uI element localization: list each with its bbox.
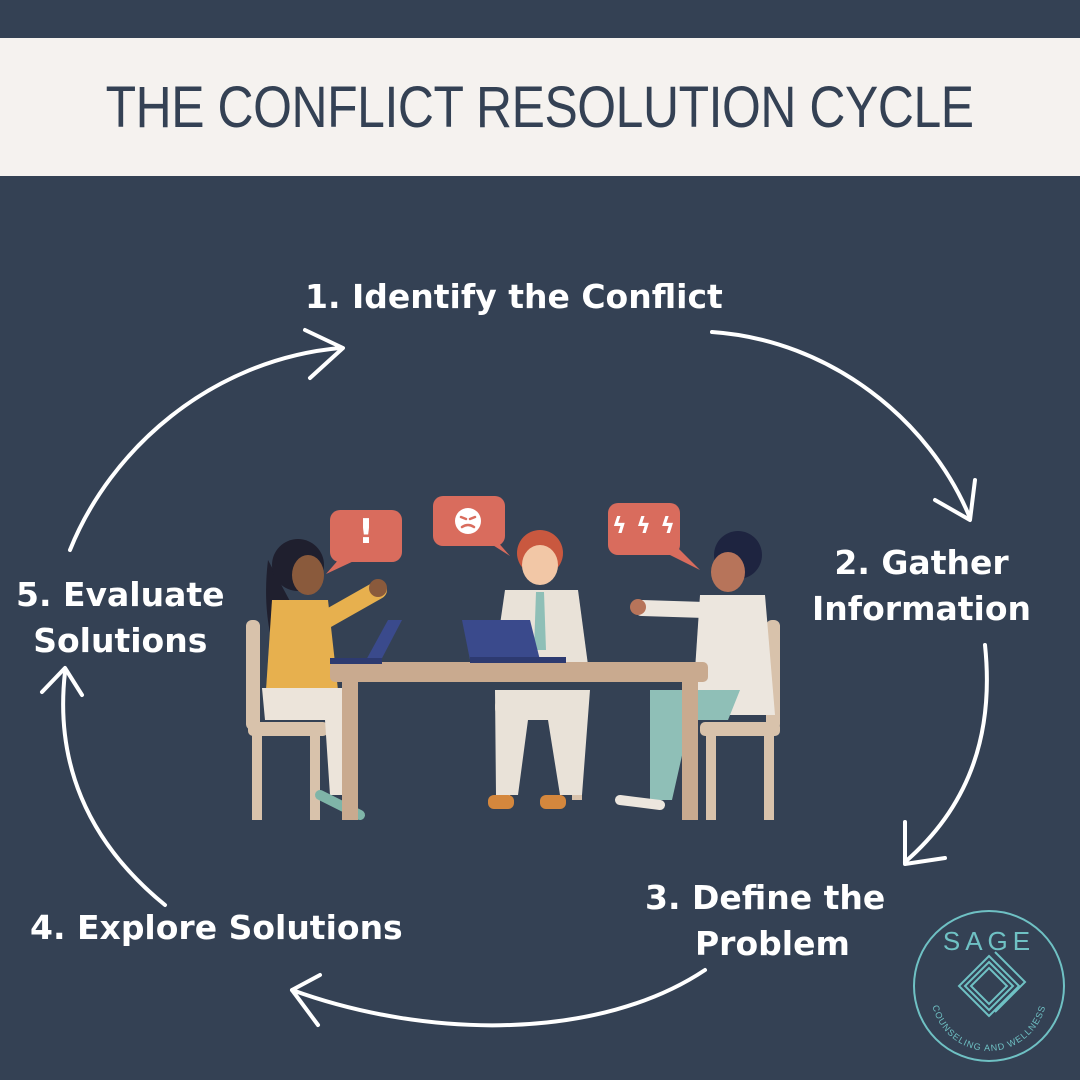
speech-bubble-center [433,496,510,556]
arrowhead-1 [303,328,345,380]
arrowhead-5 [40,666,84,697]
step-explore-solutions: 4. Explore Solutions [30,905,403,951]
lightning-icon: ϟ ϟ ϟ [612,514,676,539]
step-label-line-2: Solutions [33,621,208,660]
step-label-line-1: 3. Define the [645,878,886,917]
logo-word: SAGE [942,926,1036,956]
svg-text:COUNSELING AND WELLNESS: COUNSELING AND WELLNESS [931,1004,1048,1053]
arrowhead-3 [903,820,947,866]
arrowhead-4 [290,973,322,1027]
table [330,662,708,820]
arrow-3-to-4 [290,968,707,1028]
chair-left [246,620,328,820]
step-label: 4. Explore Solutions [30,908,403,947]
laptop-left [330,620,402,664]
sage-logo: SAGE COUNSELING AND WELLNESS [911,908,1067,1064]
step-evaluate-solutions: 5. Evaluate Solutions [16,572,225,664]
arrow-5-to-1 [68,346,342,552]
exclamation-icon: ! [358,512,374,552]
arrowhead-2 [933,478,977,522]
step-gather-information: 2. Gather Information [812,540,1031,632]
person-right [615,531,775,810]
arrow-2-to-3 [903,643,989,864]
step-label-line-1: 2. Gather [834,543,1009,582]
step-label-line-2: Problem [695,924,850,963]
laptop-center [462,620,566,663]
step-identify-conflict: 1. Identify the Conflict [305,274,723,320]
angry-face-icon [455,508,481,534]
logo-emblem-icon [913,910,1065,1062]
arrow-4-to-5 [61,670,167,907]
person-left [262,539,387,820]
speech-bubble-right [608,503,700,570]
arrow-1-to-2 [710,330,972,520]
step-label-line-1: 5. Evaluate [16,575,225,614]
title-band: THE CONFLICT RESOLUTION CYCLE [0,38,1080,176]
step-label: 1. Identify the Conflict [305,277,723,316]
logo-subtitle-arc: COUNSELING AND WELLNESS [931,1004,1048,1053]
page-title: THE CONFLICT RESOLUTION CYCLE [106,74,974,140]
step-define-problem: 3. Define the Problem [645,875,885,967]
speech-bubble-left [326,510,402,574]
step-label-line-2: Information [812,589,1031,628]
